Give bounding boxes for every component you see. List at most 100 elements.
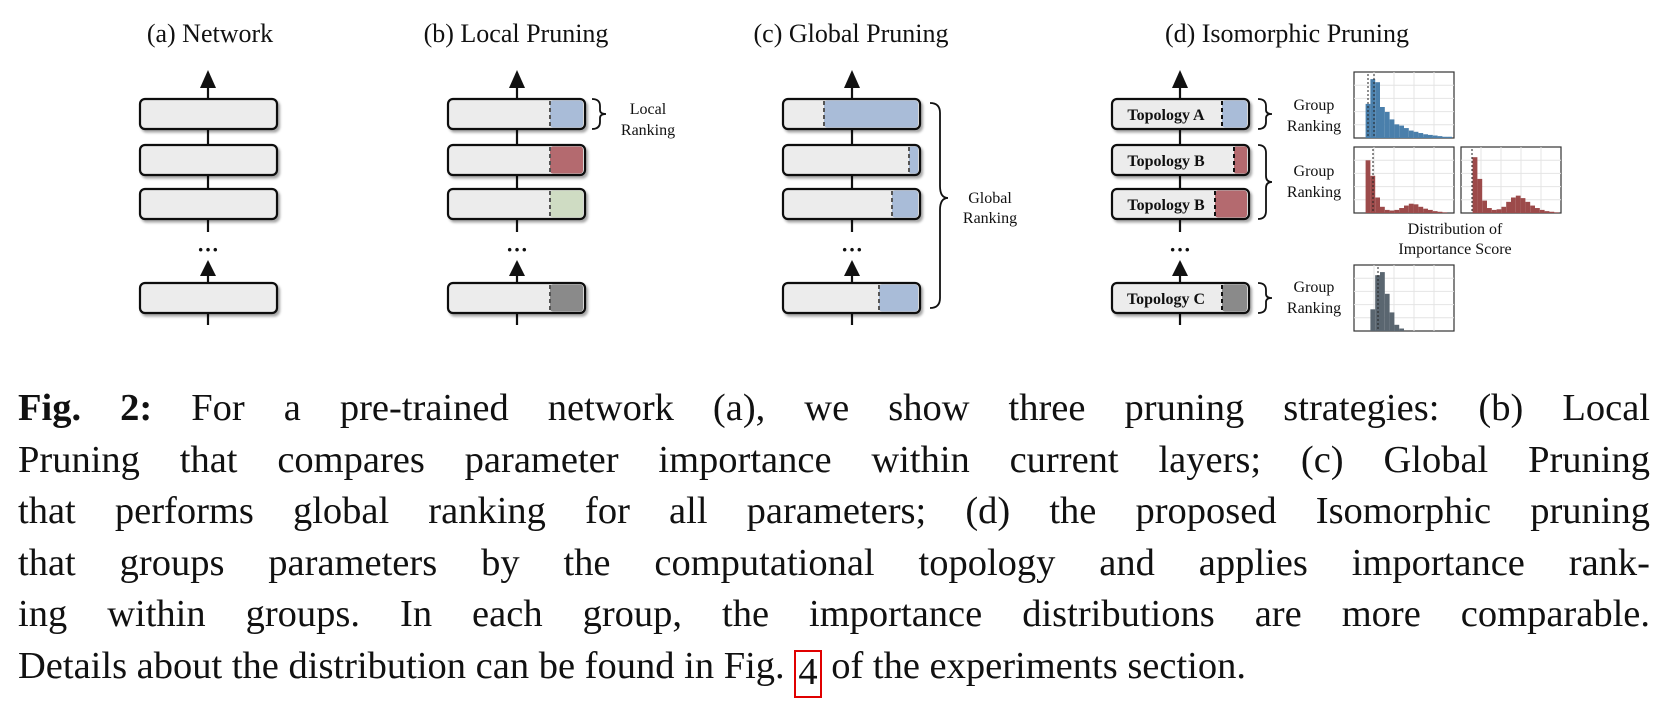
- histogram-bar: [1399, 125, 1404, 138]
- histogram-bar: [1404, 128, 1409, 138]
- panel-a-network: ···: [138, 70, 279, 325]
- histogram-bar: [1375, 197, 1380, 213]
- group-brace-a: [1257, 98, 1273, 130]
- histogram-bar: [1404, 205, 1409, 213]
- caption-line: ing within groups. In each group, the im…: [18, 593, 1650, 636]
- histogram-bar: [1506, 201, 1511, 213]
- layer-block: [781, 187, 922, 221]
- histogram-bar: [1520, 198, 1526, 213]
- histogram-bar: [1477, 178, 1483, 213]
- histogram-bar: [1423, 134, 1428, 138]
- local-ranking-brace: [591, 98, 607, 130]
- global-ranking-brace: [929, 102, 949, 309]
- histogram-bar: [1399, 328, 1404, 331]
- ellipsis: ···: [841, 237, 863, 262]
- caption-text: For a pre-trained network (a), we show t…: [191, 387, 1650, 429]
- pruned-segment-red: [1215, 190, 1247, 218]
- histogram-bar: [1482, 200, 1487, 213]
- pruned-segment-blue: [879, 284, 918, 312]
- histogram-bar: [1380, 107, 1385, 138]
- caption-line: Details about the distribution can be fo…: [18, 641, 1650, 698]
- histogram-topology-a: [1353, 71, 1455, 139]
- histogram-bar: [1437, 211, 1443, 213]
- topology-label: Topology B: [1127, 197, 1205, 214]
- caption-text: of the experiments section.: [831, 644, 1247, 687]
- histogram-bar: [1554, 212, 1559, 213]
- layer-block: [138, 281, 279, 315]
- histogram-bar: [1389, 210, 1395, 213]
- histogram-topology-b-2: [1460, 146, 1562, 214]
- figure-diagram: (a) Network (b) Local Pruning (c) Global…: [138, 19, 1562, 332]
- distribution-label-1: Distribution of: [1408, 221, 1503, 238]
- pruned-segment-red: [1234, 146, 1247, 174]
- histogram-bar: [1418, 133, 1424, 138]
- local-ranking-label-2: Ranking: [621, 122, 675, 139]
- panel-d-isomorphic-pruning: Topology A Topology B Topology B Topolog…: [1110, 70, 1562, 332]
- layer-block: [138, 97, 279, 131]
- histogram-bar: [1487, 208, 1492, 213]
- panel-b-local-pruning: ··· Local Ranking: [446, 70, 675, 325]
- pruned-segment-gray: [550, 284, 583, 312]
- pruned-segment-green: [550, 190, 583, 218]
- histogram-bar: [1539, 209, 1545, 213]
- local-ranking-label-1: Local: [630, 101, 667, 118]
- group-ranking-label-2: Ranking: [1287, 184, 1341, 201]
- caption-line: Pruning that compares parameter importan…: [18, 438, 1650, 481]
- pruned-segment-blue: [1222, 100, 1247, 128]
- panel-a-title: (a) Network: [147, 19, 273, 48]
- histogram-bar: [1437, 136, 1443, 138]
- histogram-topology-c: [1353, 264, 1455, 332]
- histogram-bar: [1370, 309, 1376, 331]
- pruned-segment-red: [550, 146, 583, 174]
- panel-b-title: (b) Local Pruning: [424, 19, 609, 48]
- caption-line: Fig. 2: For a pre-trained network (a), w…: [18, 383, 1650, 435]
- pruned-segment-blue: [909, 146, 918, 174]
- histogram-bar: [1384, 293, 1390, 331]
- histogram-bar: [1442, 136, 1448, 138]
- histogram-topology-b-1: [1353, 146, 1455, 214]
- ellipsis: ···: [197, 237, 219, 262]
- histogram-bar: [1365, 160, 1371, 213]
- histogram-bar: [1394, 324, 1400, 331]
- global-ranking-label-1: Global: [968, 190, 1012, 207]
- histogram-bar: [1370, 79, 1376, 138]
- histogram-bar: [1380, 206, 1385, 213]
- caption-text: Details about the distribution can be fo…: [18, 644, 785, 687]
- histogram-bar: [1428, 134, 1433, 138]
- histogram-bar: [1384, 209, 1390, 213]
- histogram-bar: [1423, 208, 1428, 213]
- histogram-bar: [1413, 204, 1419, 213]
- histogram-bar: [1432, 135, 1438, 138]
- pruned-segment-gray: [1222, 284, 1247, 312]
- histogram-bar: [1442, 212, 1448, 213]
- layer-block: [781, 143, 922, 177]
- histogram-bar: [1549, 211, 1555, 213]
- histogram-bar: [1525, 201, 1531, 213]
- histogram-bar: [1389, 312, 1395, 331]
- histogram-bar: [1365, 103, 1371, 138]
- histogram-bar: [1413, 131, 1419, 138]
- group-brace-c: [1257, 282, 1273, 314]
- topology-label: Topology C: [1127, 291, 1205, 308]
- histogram-bar: [1432, 211, 1438, 213]
- caption-line: that groups parameters by the computatio…: [18, 541, 1650, 584]
- histogram-bar: [1515, 195, 1521, 213]
- ellipsis: ···: [506, 237, 528, 262]
- histogram-bar: [1530, 205, 1535, 213]
- group-ranking-label-1: Group: [1294, 279, 1335, 296]
- histogram-bar: [1408, 203, 1414, 213]
- panel-d-title: (d) Isomorphic Pruning: [1165, 19, 1409, 48]
- histogram-bar: [1535, 208, 1540, 213]
- histogram-bar: [1384, 111, 1390, 138]
- layer-block: [138, 187, 279, 221]
- group-brace-b: [1257, 144, 1273, 220]
- topology-label: Topology A: [1127, 107, 1205, 124]
- group-ranking-label-1: Group: [1294, 163, 1335, 180]
- pruned-segment-blue: [892, 190, 918, 218]
- histogram-bar: [1408, 130, 1414, 138]
- global-ranking-label-2: Ranking: [963, 210, 1017, 227]
- pruned-segment-blue: [824, 100, 918, 128]
- histogram-bar: [1491, 209, 1497, 213]
- figure-reference-link[interactable]: 4: [794, 649, 822, 698]
- histogram-bar: [1447, 136, 1452, 138]
